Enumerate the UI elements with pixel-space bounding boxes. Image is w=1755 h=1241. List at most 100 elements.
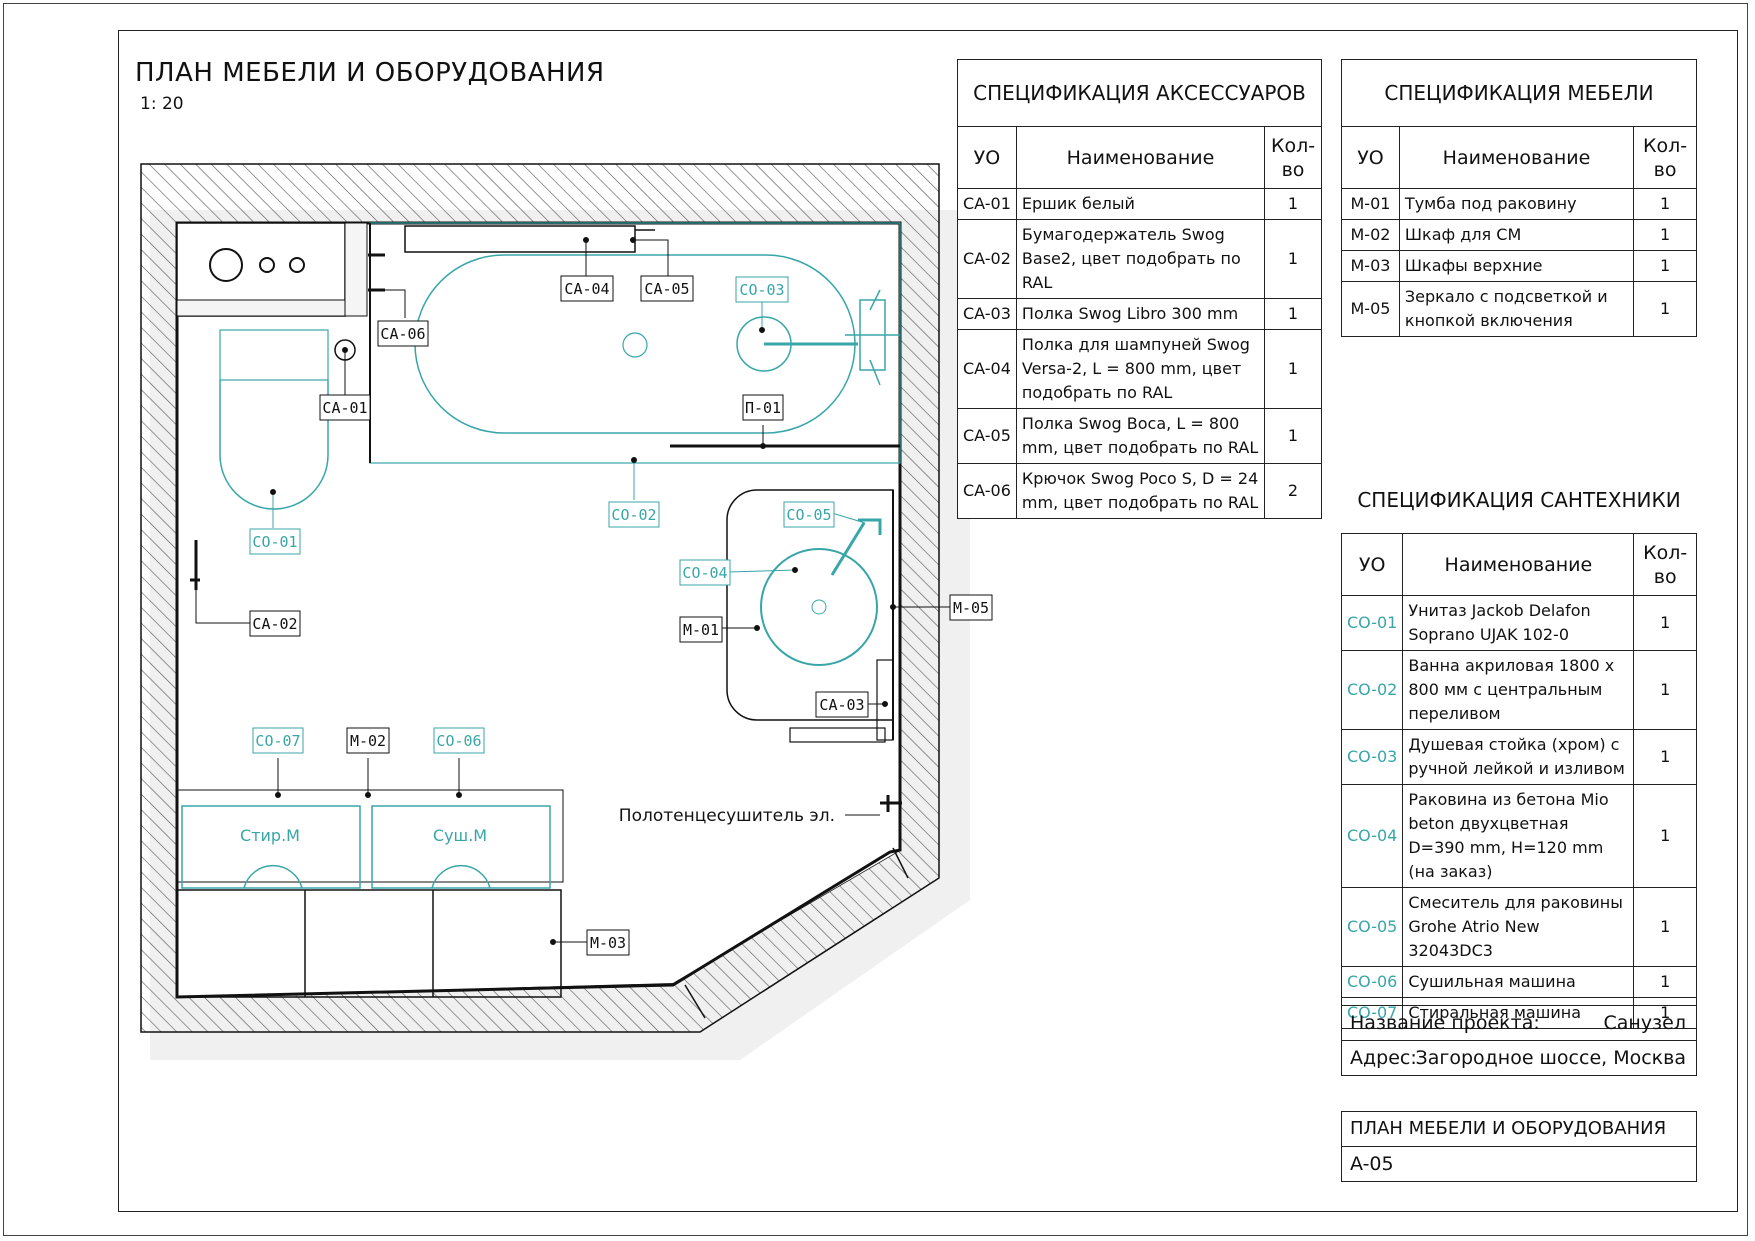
project-address-label: Адрес: <box>1350 1047 1417 1069</box>
vanity-m01 <box>726 489 894 721</box>
cell-name: Шкаф для СМ <box>1398 219 1635 251</box>
label-dryer: Суш.М <box>433 826 487 845</box>
project-address-value: Загородное шоссе, Москва <box>1415 1047 1686 1069</box>
cell-name: Тумба под раковину <box>1398 188 1635 220</box>
accessories-spec-title: СПЕЦИФИКАЦИЯ АКСЕССУАРОВ <box>957 59 1322 127</box>
project-name-value: Санузел <box>1603 1012 1686 1034</box>
cell-code: CO-02 <box>1340 650 1404 730</box>
cell-code: CO-04 <box>1340 784 1404 888</box>
label-ca02: CA-02 <box>252 615 297 633</box>
label-co04: CO-04 <box>682 564 727 582</box>
cell-code: CA-04 <box>957 329 1017 409</box>
cell-qty: 1 <box>1264 408 1322 464</box>
cell-name: Сушильная машина <box>1402 966 1635 998</box>
cell-qty: 1 <box>1633 250 1697 282</box>
cell-qty: 1 <box>1633 188 1697 220</box>
cell-code: CA-02 <box>957 219 1017 299</box>
project-address-row: Адрес: Загородное шоссе, Москва <box>1342 1041 1696 1075</box>
sheet-number-row: A-05 <box>1342 1147 1696 1181</box>
col-name: Наименование <box>1398 126 1635 189</box>
cell-code: CA-06 <box>957 463 1017 519</box>
label-co06: CO-06 <box>436 732 481 750</box>
sink-drain-icon <box>811 599 827 615</box>
accessories-spec-table: СПЕЦИФИКАЦИЯ АКСЕССУАРОВ УО Наименование… <box>957 59 1322 519</box>
cell-name: Зеркало с подсветкой и кнопкой включения <box>1398 281 1635 337</box>
cell-code: CO-05 <box>1340 887 1404 967</box>
countertop-stone <box>344 222 368 317</box>
cell-qty: 1 <box>1264 329 1322 409</box>
toilet-bowl <box>219 380 329 510</box>
button-icon <box>289 257 305 273</box>
furniture-spec-table: СПЕЦИФИКАЦИЯ МЕБЕЛИ УО Наименование Кол-… <box>1341 59 1697 337</box>
cell-qty: 1 <box>1264 219 1322 299</box>
cell-code: CA-05 <box>957 408 1017 464</box>
sink-co04 <box>760 548 878 666</box>
cell-code: M-05 <box>1341 281 1400 337</box>
cell-qty: 1 <box>1633 784 1697 888</box>
cell-name: Унитаз Jackob Delafon Soprano UJAK 102-0 <box>1402 595 1635 651</box>
cell-name: Ершик белый <box>1015 188 1266 220</box>
drawing-title: ПЛАН МЕБЕЛИ И ОБОРУДОВАНИЯ <box>135 58 605 88</box>
door-opening <box>684 847 909 1019</box>
label-ca05: CA-05 <box>644 280 689 298</box>
label-ca06: CA-06 <box>380 325 425 343</box>
faucet-co05 <box>830 518 882 576</box>
col-name: Наименование <box>1015 126 1266 189</box>
label-m03: M-03 <box>590 934 626 952</box>
paper-holder-icon <box>190 540 200 590</box>
cell-name: Душевая стойка (хром) с ручной лейкой и … <box>1402 729 1635 785</box>
project-title-block: Название проекта: Санузел Адрес: Загород… <box>1341 1005 1697 1076</box>
label-co03: CO-03 <box>739 281 784 299</box>
cell-name: Смеситель для раковины Grohe Atrio New 3… <box>1402 887 1635 967</box>
cell-qty: 1 <box>1633 887 1697 967</box>
cell-code: M-03 <box>1341 250 1400 282</box>
cell-qty: 1 <box>1633 997 1697 1029</box>
col-qty: Кол-во <box>1633 126 1697 189</box>
cell-qty: 1 <box>1633 595 1697 651</box>
cell-code: CA-03 <box>957 298 1017 330</box>
cell-qty: 2 <box>1264 463 1322 519</box>
vent-icon <box>209 248 243 282</box>
label-washer: Стир.М <box>240 826 300 845</box>
dryer <box>371 805 551 889</box>
project-name-row: Название проекта: Санузел <box>1342 1006 1696 1041</box>
cabinet-m02 <box>176 789 564 883</box>
cell-code: CO-01 <box>1340 595 1404 651</box>
hook-icon <box>368 253 385 292</box>
cell-qty: 1 <box>1633 219 1697 251</box>
label-towel-dryer: Полотенцесушитель эл. <box>619 806 835 826</box>
cell-code: CO-07 <box>1340 997 1404 1029</box>
cell-qty: 1 <box>1633 729 1697 785</box>
inner-frame <box>118 30 1738 1212</box>
bath-drain-icon <box>622 332 648 358</box>
cell-name: Крючок Swog Poco S, D = 24 mm, цвет подо… <box>1015 463 1266 519</box>
label-p01: П-01 <box>745 399 781 417</box>
label-co01: CO-01 <box>252 533 297 551</box>
label-co05: CO-05 <box>786 506 831 524</box>
cell-name: Полка Swog Libro 300 mm <box>1015 298 1266 330</box>
col-qty: Кол-во <box>1633 533 1697 596</box>
sheet-title-block: ПЛАН МЕБЕЛИ И ОБОРУДОВАНИЯ A-05 <box>1341 1111 1697 1182</box>
cell-name: Шкафы верхние <box>1398 250 1635 282</box>
toilet-tank <box>219 329 329 381</box>
cabinets-m03 <box>176 889 562 998</box>
sheet-title-row: ПЛАН МЕБЕЛИ И ОБОРУДОВАНИЯ <box>1342 1112 1696 1147</box>
button-icon <box>259 257 275 273</box>
